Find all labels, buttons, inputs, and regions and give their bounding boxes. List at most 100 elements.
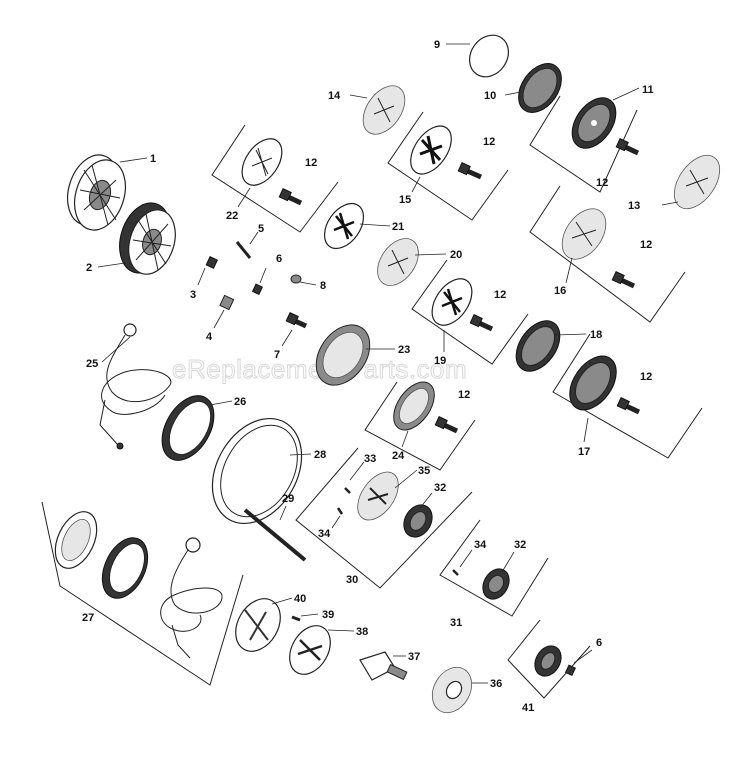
label-11: 11 (642, 84, 654, 96)
part-strip-29 (243, 508, 307, 562)
label-14: 14 (328, 90, 341, 102)
part-screen-23 (315, 324, 371, 386)
part-plate-16 (561, 208, 607, 260)
part-nut-4 (219, 294, 235, 311)
label-33: 33 (364, 453, 376, 465)
part-nut-6b (564, 664, 576, 676)
part-ring-26 (161, 395, 215, 461)
part-pulley-32b (482, 568, 510, 600)
part-starter-assembly-27 (54, 511, 223, 659)
label-9: 9 (434, 39, 440, 51)
label-30: 30 (346, 574, 358, 586)
part-flywheel-2 (119, 202, 176, 275)
part-labels: 1 2 3 4 5 6 6 7 8 9 10 11 12 12 12 12 12… (82, 39, 654, 714)
part-cup-36 (431, 666, 473, 714)
label-23: 23 (398, 344, 410, 356)
label-19: 19 (434, 355, 446, 367)
label-34-a: 34 (318, 528, 331, 540)
part-plate-14 (362, 85, 406, 135)
part-pulley-41 (534, 645, 562, 677)
label-41: 41 (522, 702, 534, 714)
label-29: 29 (282, 493, 294, 505)
parts (54, 34, 721, 714)
part-screw-12f (616, 397, 641, 415)
part-nut-3 (205, 256, 218, 269)
part-screen-11 (571, 97, 617, 149)
part-screen-17 (569, 355, 617, 411)
part-screen-18 (515, 320, 561, 372)
part-nut-6a (251, 283, 263, 295)
label-35: 35 (418, 465, 430, 477)
label-32-b: 32 (514, 539, 526, 551)
label-3: 3 (190, 289, 196, 301)
label-6-lower: 6 (596, 637, 602, 649)
label-39: 39 (322, 609, 334, 621)
part-plate-20 (377, 238, 419, 286)
label-25: 25 (86, 358, 98, 370)
label-24: 24 (392, 450, 405, 462)
label-18: 18 (590, 329, 602, 341)
part-plate-22 (241, 138, 283, 186)
label-10: 10 (484, 90, 496, 102)
part-cup-35 (357, 471, 399, 521)
part-plate-13 (673, 154, 721, 210)
label-6: 6 (276, 253, 282, 265)
label-20: 20 (450, 249, 462, 261)
part-fan-screen-19 (431, 278, 473, 326)
part-screw-12g (434, 416, 459, 434)
label-15: 15 (399, 194, 411, 206)
part-pin-34a (336, 507, 344, 515)
part-cup-40 (235, 598, 281, 652)
label-13: 13 (628, 200, 640, 212)
label-4: 4 (206, 331, 213, 343)
label-12-c: 12 (596, 177, 608, 189)
part-pin-39 (291, 615, 301, 622)
label-1: 1 (150, 153, 156, 165)
part-fan-screen-15 (410, 125, 452, 175)
part-pin-5 (235, 241, 252, 259)
part-pulley-32a (403, 504, 433, 538)
label-12-a: 12 (305, 157, 317, 169)
part-pin-34b (452, 569, 459, 576)
part-pin-33 (344, 487, 351, 494)
label-31: 31 (450, 617, 462, 629)
part-fan-screen-21 (323, 202, 365, 250)
label-32-a: 32 (434, 482, 446, 494)
part-flywheel-1 (67, 154, 126, 231)
part-cup-38 (289, 625, 331, 675)
label-17: 17 (578, 446, 590, 458)
label-12-f: 12 (640, 371, 652, 383)
part-screen-10 (518, 63, 562, 113)
part-screw-12c (615, 138, 640, 156)
label-28: 28 (314, 449, 326, 461)
label-34-b: 34 (474, 539, 487, 551)
part-rope-25 (99, 323, 172, 450)
label-12-e: 12 (494, 289, 506, 301)
part-screen-24 (393, 381, 435, 431)
part-screw-12e (469, 314, 494, 332)
label-40: 40 (294, 593, 306, 605)
label-2: 2 (86, 262, 92, 274)
part-screw-12b (457, 162, 483, 180)
part-bolt-7 (285, 312, 308, 329)
label-16: 16 (554, 285, 566, 297)
label-36: 36 (490, 678, 502, 690)
label-21: 21 (392, 221, 404, 233)
label-38: 38 (356, 626, 368, 638)
leader-lines (97, 43, 679, 684)
label-22: 22 (226, 210, 238, 222)
part-screw-12a (278, 188, 303, 206)
label-5: 5 (258, 223, 264, 235)
part-screw-12d (611, 271, 636, 289)
part-ring-9 (468, 34, 510, 78)
label-27: 27 (82, 612, 94, 624)
label-12-d: 12 (640, 239, 652, 251)
label-12-b: 12 (483, 136, 495, 148)
label-8: 8 (320, 280, 326, 292)
part-housing-37 (359, 651, 408, 681)
label-26: 26 (234, 396, 246, 408)
label-37: 37 (408, 651, 420, 663)
part-washer-8 (290, 274, 302, 284)
label-7: 7 (274, 349, 280, 361)
